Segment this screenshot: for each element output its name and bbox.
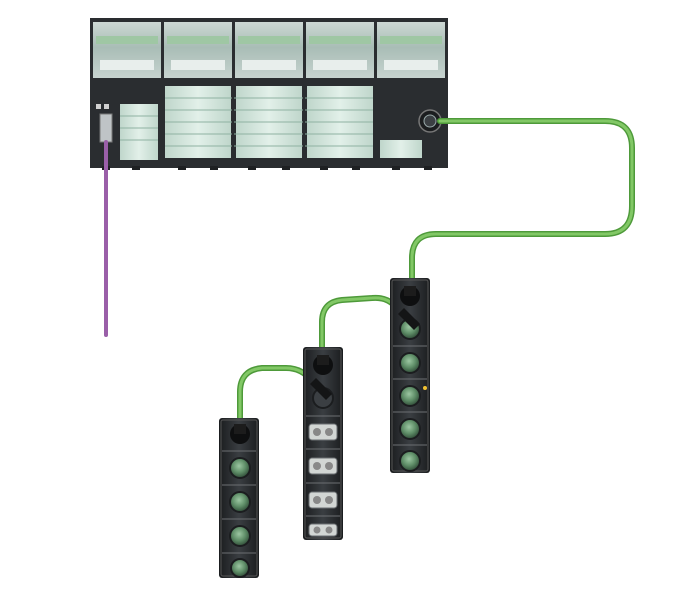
io-module-3	[390, 278, 430, 473]
fieldbus-connector	[99, 113, 113, 143]
io-module-1-ports	[222, 424, 256, 578]
controller-rack	[90, 18, 448, 170]
terminal-blocks	[165, 84, 422, 160]
io-module-2	[303, 347, 343, 540]
io-module-1	[219, 418, 259, 578]
io-module-3-ports	[393, 286, 427, 472]
io-module-2-ports	[306, 355, 340, 537]
cpu-module	[96, 104, 158, 160]
status-led	[423, 386, 427, 390]
module-covers	[93, 22, 445, 78]
